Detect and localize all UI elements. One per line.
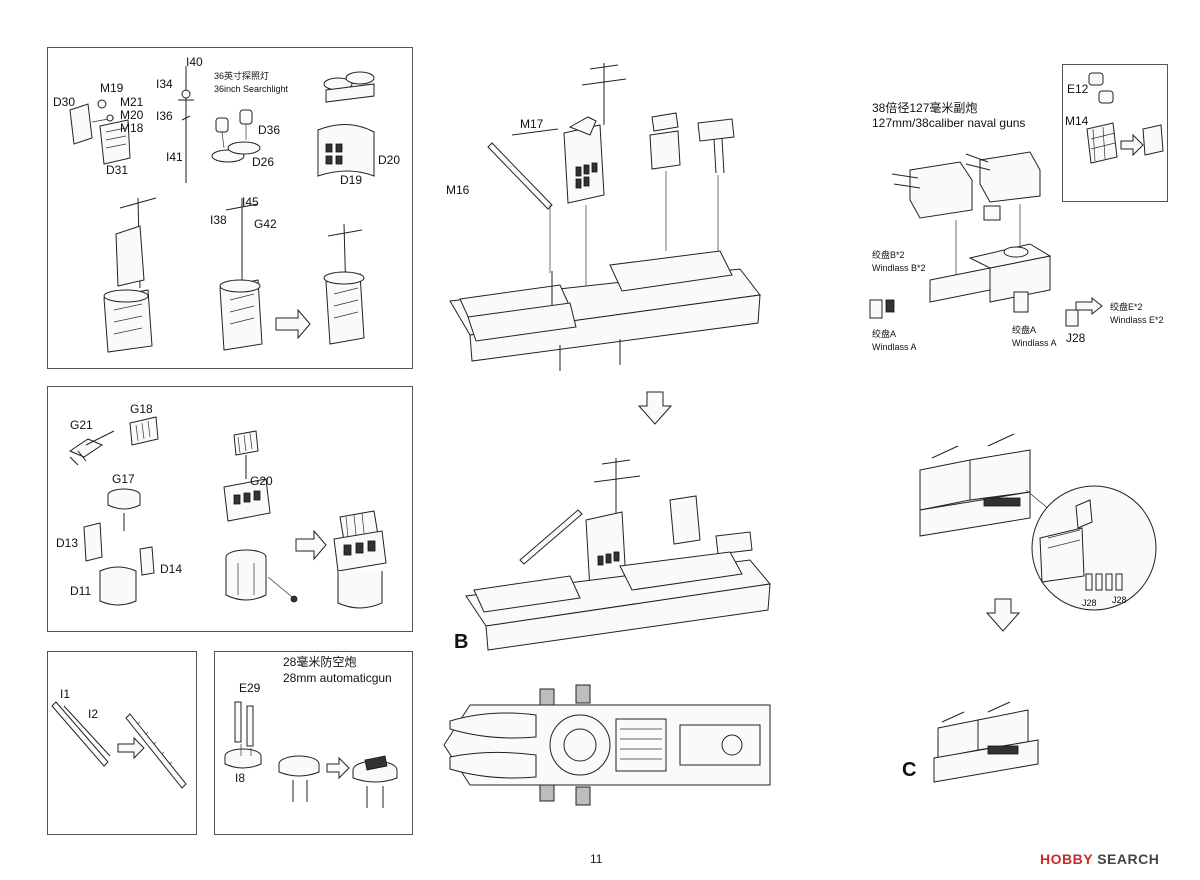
down-arrow-2: [985, 598, 1021, 632]
watermark-tail: SEARCH: [1097, 851, 1160, 867]
label-m20: M20: [120, 108, 144, 122]
label-windlass-a1-en: Windlass A: [872, 342, 917, 352]
label-windlass-b-en: Windlass B*2: [872, 263, 926, 273]
label-g21: G21: [70, 418, 93, 432]
label-guns-cn: 38倍径127毫米副炮: [872, 101, 978, 115]
label-m21: M21: [120, 95, 144, 109]
label-i40: I40: [186, 55, 203, 69]
label-j28b: J28: [1082, 598, 1097, 608]
label-windlass-a1-cn: 绞盘A: [872, 329, 897, 339]
down-arrow-1: [637, 391, 673, 425]
label-e12: E12: [1067, 82, 1089, 96]
label-j28: J28: [1066, 331, 1086, 345]
label-i45: I45: [242, 195, 259, 209]
label-i36: I36: [156, 109, 173, 123]
label-d19: D19: [340, 173, 363, 187]
bridge-parts-drawing: [69, 66, 375, 353]
director-parts-drawing: [68, 416, 387, 609]
label-j28c: J28: [1112, 595, 1127, 605]
guns-exploded-view: [869, 151, 1103, 327]
label-windlass-a2-cn: 绞盘A: [1012, 325, 1037, 335]
ship-exploded-view: [449, 63, 761, 371]
label-m18: M18: [120, 121, 144, 135]
label-searchlight-cn: 36英寸探照灯: [214, 71, 270, 81]
label-d13: D13: [56, 536, 79, 550]
label-i2: I2: [88, 707, 99, 721]
page-number: 11: [590, 852, 603, 866]
guns-final-step-c: [933, 701, 1039, 783]
guns-assembled-detail: [919, 433, 1157, 611]
label-windlass-e-cn: 绞盘E*2: [1110, 302, 1143, 312]
label-gun-en: 28mm automaticgun: [283, 671, 392, 685]
label-d11: D11: [70, 584, 92, 598]
label-m16: M16: [446, 183, 470, 197]
label-step-c: C: [902, 759, 917, 781]
hobby-search-watermark: HOBBY SEARCH: [1040, 851, 1159, 867]
label-d26: D26: [252, 155, 275, 169]
label-d36: D36: [258, 123, 281, 137]
panel-director-assembly: G21 G18 G17 G20 D13 D14 D11: [47, 386, 413, 632]
label-i8: I8: [235, 771, 246, 785]
label-guns-en: 127mm/38caliber naval guns: [872, 116, 1026, 130]
label-d20: D20: [378, 153, 401, 167]
label-i38: I38: [210, 213, 227, 227]
panel-boom-assembly: I1 I2: [47, 651, 197, 835]
label-m17: M17: [520, 117, 544, 131]
label-i34: I34: [156, 77, 173, 91]
ready-rack-drawing: [1086, 72, 1164, 164]
label-g17: G17: [112, 472, 135, 486]
label-m19: M19: [100, 81, 124, 95]
watermark-brand: HOBBY: [1040, 851, 1093, 867]
label-gun-cn: 28毫米防空炮: [283, 655, 357, 669]
boom-parts-drawing: [51, 701, 187, 789]
label-searchlight-en: 36inch Searchlight: [214, 84, 289, 94]
label-d14: D14: [160, 562, 183, 576]
label-d31: D31: [106, 163, 129, 177]
label-g20: G20: [250, 474, 273, 488]
ship-assembled-step-b: [465, 458, 771, 651]
panel-28mm-gun-assembly: E29 I8 28毫米防空炮 28mm automaticgun: [214, 651, 413, 835]
label-windlass-b-cn: 绞盘B*2: [872, 250, 905, 260]
panel-ready-rack: E12 M14: [1062, 64, 1168, 202]
ship-top-view: [443, 684, 771, 806]
label-d30: D30: [53, 95, 76, 109]
28mm-gun-parts-drawing: [224, 701, 398, 808]
label-windlass-a2-en: Windlass A: [1012, 338, 1057, 348]
label-m14: M14: [1065, 114, 1089, 128]
panel-bridge-assembly: D30 M19 M21 M20 M18 D31 I40 I34 I36 I41 …: [47, 47, 413, 369]
label-step-b: B: [454, 631, 469, 653]
label-windlass-e-en: Windlass E*2: [1110, 315, 1164, 325]
label-g18: G18: [130, 402, 153, 416]
label-e29: E29: [239, 681, 261, 695]
label-i1: I1: [60, 687, 71, 701]
label-g42: G42: [254, 217, 277, 231]
label-i41: I41: [166, 150, 183, 164]
